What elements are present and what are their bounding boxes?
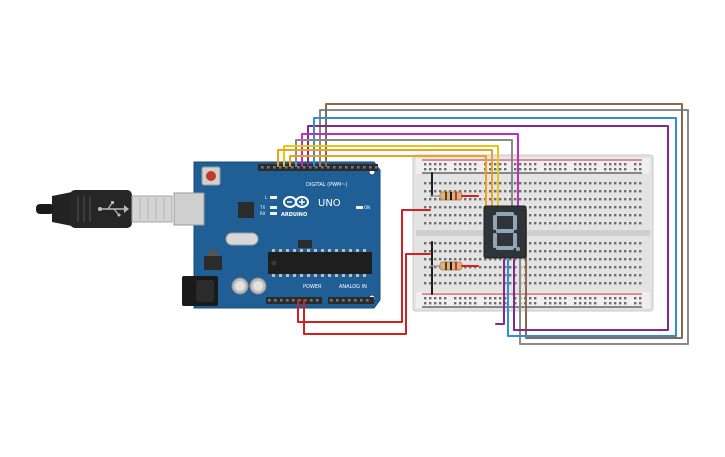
center-channel [416, 230, 650, 236]
arduino-uno-board[interactable]: L TX RX ON ARDUINO UNO DIGITAL (PWM~) PO… [173, 161, 381, 309]
digital-pins [261, 166, 378, 169]
wire-yellow[interactable] [283, 145, 499, 211]
segment-b [513, 215, 517, 230]
analog-header[interactable] [328, 297, 374, 304]
atmega-chip [268, 252, 372, 274]
analog-label: ANALOG IN [339, 284, 367, 290]
resistor-top[interactable] [430, 191, 478, 201]
rx-led [270, 212, 277, 215]
wire-gray-2[interactable] [295, 139, 513, 211]
tx-label: TX [259, 205, 265, 210]
usb-symbol-icon [98, 201, 129, 217]
segment-d [496, 246, 514, 250]
l-label: L [265, 195, 268, 200]
arduino-logo-icon [283, 196, 309, 208]
segment-f [493, 215, 497, 230]
wires [277, 103, 689, 345]
seven-segment-display[interactable] [483, 205, 527, 259]
wire-orange[interactable] [277, 149, 493, 211]
reset-button-cap [206, 171, 216, 181]
wire-purple[interactable] [307, 125, 669, 331]
wire-purple-2[interactable] [495, 259, 505, 325]
rx-label: RX [260, 211, 266, 216]
wire-red-power[interactable] [297, 209, 431, 323]
arduino-logo-text: ARDUINO [281, 212, 307, 218]
segment-e [493, 233, 497, 248]
segments [493, 212, 517, 250]
voltage-regulator [204, 256, 222, 270]
segment-g [496, 229, 514, 233]
segment-c [513, 233, 517, 248]
decimal-point [516, 247, 520, 251]
wire-orange-2[interactable] [289, 155, 487, 211]
small-chip [298, 240, 312, 248]
on-label: ON [364, 205, 370, 210]
board-brand: UNO [318, 198, 341, 209]
usb-cable [36, 190, 173, 228]
usb-socket [173, 192, 205, 226]
breadboard[interactable] [412, 154, 654, 312]
tx-led [270, 206, 277, 209]
wire-brown[interactable] [325, 103, 683, 339]
wire-blue[interactable] [313, 117, 677, 337]
segment-a [496, 212, 514, 216]
power-label: POWER [303, 284, 322, 290]
wire-gray[interactable] [319, 109, 689, 345]
wire-red-power-2[interactable] [303, 253, 431, 335]
crystal [225, 232, 259, 246]
digital-label: DIGITAL (PWM~) [306, 182, 348, 188]
l-led [270, 196, 277, 199]
digital-header[interactable] [258, 164, 378, 171]
on-led [356, 206, 363, 209]
usb-controller-chip [238, 202, 254, 218]
